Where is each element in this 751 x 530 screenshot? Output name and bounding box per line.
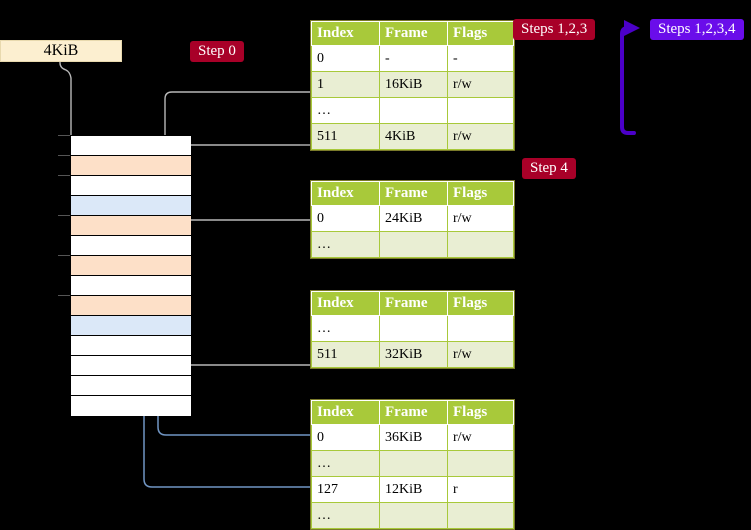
column-header-frame: Frame (379, 400, 448, 425)
cell-index: 127 (311, 476, 380, 503)
cell-frame: - (379, 45, 448, 72)
badge-steps-1234: Steps 1,2,3,4 (650, 19, 744, 40)
memory-row (71, 356, 191, 376)
cell-frame: 32KiB (379, 341, 448, 368)
table-row: … (311, 315, 514, 342)
memory-row (71, 316, 191, 336)
cell-flags: r/w (447, 424, 514, 451)
cell-flags: r/w (447, 205, 514, 232)
cell-flags (447, 450, 514, 477)
memory-row-tick (58, 155, 70, 156)
table-row: 0-- (311, 45, 514, 72)
memory-row (71, 236, 191, 256)
cell-flags (447, 231, 514, 258)
column-header-index: Index (311, 181, 380, 206)
column-header-flags: Flags (447, 291, 514, 316)
memory-row (71, 216, 191, 236)
column-header-index: Index (311, 400, 380, 425)
column-header-flags: Flags (447, 181, 514, 206)
cell-index: 511 (311, 341, 380, 368)
column-header-flags: Flags (447, 400, 514, 425)
memory-row (71, 396, 191, 416)
cell-index: 0 (311, 45, 380, 72)
cell-frame: 12KiB (379, 476, 448, 503)
badge-step-0: Step 0 (190, 41, 244, 62)
badge-steps-123: Steps 1,2,3 (513, 19, 596, 40)
cell-frame: 16KiB (379, 71, 448, 98)
memory-row-tick (58, 255, 70, 256)
cell-flags (447, 502, 514, 529)
badge-step-4: Step 4 (522, 158, 576, 179)
cell-index: … (311, 450, 380, 477)
cell-frame (379, 231, 448, 258)
cell-frame: 24KiB (379, 205, 448, 232)
memory-row (71, 376, 191, 396)
frame-size-label: 4KiB (0, 40, 122, 62)
purple-bracket-arrowhead (624, 20, 640, 36)
column-header-frame: Frame (379, 181, 448, 206)
cell-flags: r/w (447, 341, 514, 368)
table-row: … (311, 502, 514, 529)
cell-frame: 4KiB (379, 123, 448, 150)
cell-index: … (311, 97, 380, 124)
cell-frame (379, 502, 448, 529)
frame-size-text: 4KiB (43, 42, 79, 59)
cell-frame (379, 315, 448, 342)
column-header-frame: Frame (379, 21, 448, 46)
cell-index: … (311, 315, 380, 342)
memory-row (71, 256, 191, 276)
cell-flags: r/w (447, 71, 514, 98)
column-header-flags: Flags (447, 21, 514, 46)
table-row: … (311, 231, 514, 258)
cell-flags: r/w (447, 123, 514, 150)
cell-index: … (311, 231, 380, 258)
memory-row (71, 336, 191, 356)
table-row: … (311, 97, 514, 124)
physical-memory-grid (70, 135, 191, 416)
cell-index: 0 (311, 424, 380, 451)
memory-row (71, 276, 191, 296)
memory-row (71, 296, 191, 316)
cell-flags (447, 97, 514, 124)
memory-row (71, 176, 191, 196)
cell-frame (379, 450, 448, 477)
cell-flags: - (447, 45, 514, 72)
memory-row-tick (58, 215, 70, 216)
memory-row (71, 136, 191, 156)
cell-frame: 36KiB (379, 424, 448, 451)
memory-row-tick (58, 295, 70, 296)
purple-bracket (620, 26, 636, 135)
memory-row (71, 156, 191, 176)
column-header-index: Index (311, 21, 380, 46)
column-header-index: Index (311, 291, 380, 316)
column-header-frame: Frame (379, 291, 448, 316)
cell-frame (379, 97, 448, 124)
table-row: … (311, 450, 514, 477)
cell-index: … (311, 502, 380, 529)
memory-row-tick (58, 175, 70, 176)
memory-row (71, 196, 191, 216)
cell-flags: r (447, 476, 514, 503)
memory-row-tick (58, 135, 70, 136)
cell-index: 511 (311, 123, 380, 150)
cell-index: 1 (311, 71, 380, 98)
cell-index: 0 (311, 205, 380, 232)
cell-flags (447, 315, 514, 342)
